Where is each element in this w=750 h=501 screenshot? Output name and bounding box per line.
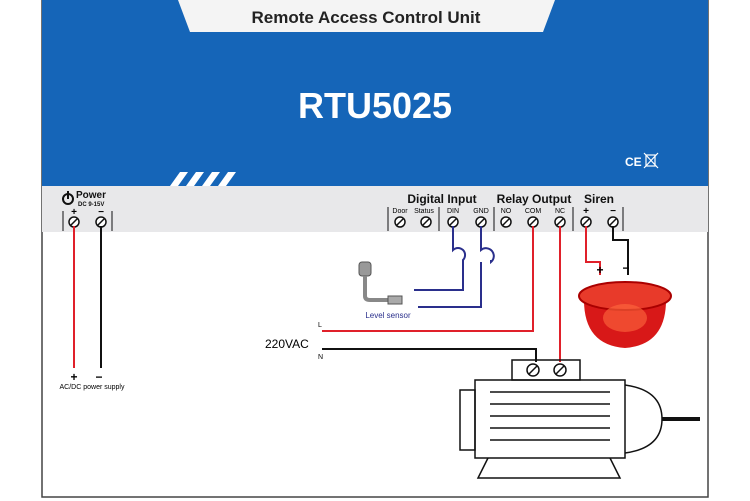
siren-wire-plus: +: [596, 263, 603, 277]
terminal-dividers: [387, 207, 624, 231]
motor-icon: [459, 359, 700, 479]
din-wire: [414, 226, 467, 291]
screw-terminal-icon: [420, 216, 432, 228]
din-label: DIN: [447, 208, 459, 215]
digital-input-title: Digital Input: [407, 192, 476, 206]
power-terminal-block: Power DC 9-15V + −: [62, 190, 113, 231]
neutral-label: N: [318, 354, 323, 361]
no-label: NO: [501, 208, 512, 215]
screw-terminal-icon: [580, 216, 592, 228]
com-label: COM: [525, 208, 542, 215]
screw-terminal-icon: [68, 216, 80, 228]
gnd-label: GND: [473, 208, 489, 215]
supply-minus: −: [95, 370, 102, 384]
mains-label: 220VAC: [265, 337, 309, 351]
screw-terminal-icon: [607, 216, 619, 228]
gnd-wire: [418, 226, 495, 308]
level-sensor-label: Level sensor: [365, 311, 411, 320]
decorative-stripes: [170, 172, 236, 186]
siren-icon: [578, 281, 672, 348]
status-label: Status: [414, 208, 434, 215]
neutral-wire: [322, 348, 537, 362]
power-title: Power: [76, 190, 106, 201]
level-sensor-icon: [358, 261, 403, 305]
relay-output-title: Relay Output: [497, 192, 572, 206]
screw-terminal-icon: [95, 216, 107, 228]
weee-icon: [643, 152, 659, 169]
line-label: L: [318, 322, 322, 329]
siren-plus-label: +: [583, 206, 589, 217]
power-rating: DC 9-15V: [78, 202, 104, 208]
screw-terminal-icon: [500, 216, 512, 228]
siren-plus-wire: [585, 226, 601, 275]
screw-terminal-icon: [554, 216, 566, 228]
title-tab: [178, 0, 555, 32]
nc-label: NC: [555, 208, 565, 215]
ce-mark: CE: [625, 155, 642, 169]
door-label: Door: [392, 208, 408, 215]
live-wire: [322, 226, 534, 332]
model-name: RTU5025: [298, 85, 452, 126]
supply-plus: +: [70, 370, 77, 384]
siren-minus-label: −: [610, 206, 616, 217]
power-supply-label: AC/DC power supply: [60, 384, 125, 391]
screw-terminal-icon: [447, 216, 459, 228]
screw-terminal-icon: [527, 216, 539, 228]
siren-minus-wire: [612, 226, 629, 275]
siren-title: Siren: [584, 192, 614, 206]
power-plus-label: +: [71, 207, 77, 218]
device-subtitle: Remote Access Control Unit: [252, 8, 481, 27]
terminal-screws: [68, 216, 619, 228]
terminal-band: [42, 186, 708, 232]
power-minus-label: −: [98, 207, 104, 218]
siren-wire-minus: −: [622, 261, 629, 275]
screw-terminal-icon: [475, 216, 487, 228]
screw-terminal-icon: [394, 216, 406, 228]
